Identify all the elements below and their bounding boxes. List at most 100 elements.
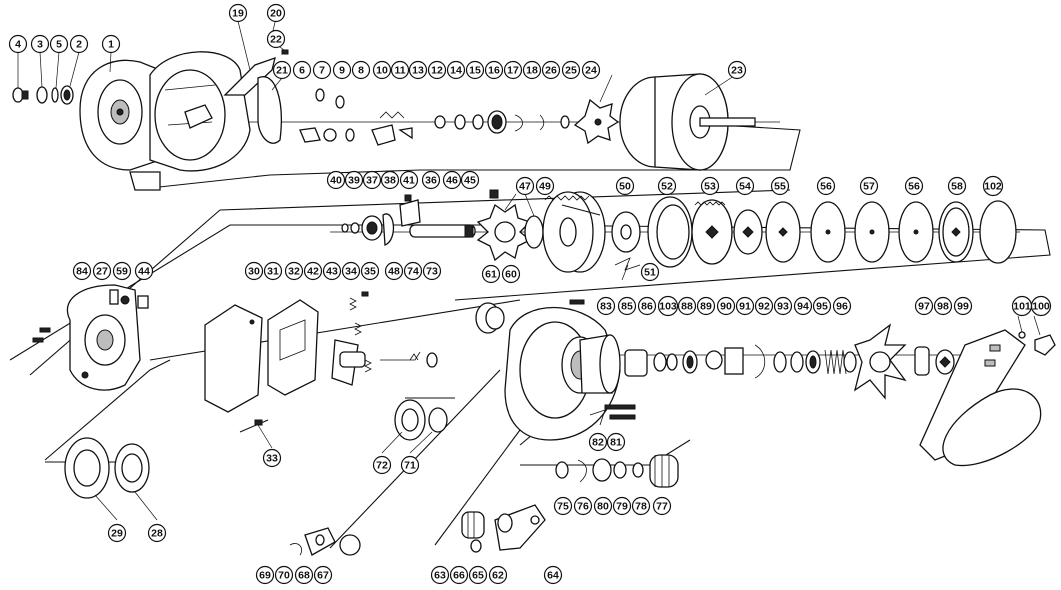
callout-number: 47	[519, 181, 531, 193]
callout-circle	[255, 565, 275, 585]
callout-number: 62	[492, 570, 504, 582]
part-callout-35: 35	[360, 261, 380, 281]
callout-number: 29	[111, 528, 123, 540]
callout-number: 58	[951, 181, 963, 193]
callout-number: 14	[450, 65, 462, 77]
callout-circle	[593, 496, 613, 516]
callout-number: 45	[464, 175, 476, 187]
part-callout-42: 42	[303, 261, 323, 281]
callout-circle	[947, 176, 967, 196]
callout-number: 53	[704, 181, 716, 193]
callout-number: 11	[394, 65, 405, 77]
part-callout-11: 11	[390, 60, 410, 80]
part-callout-20: 20	[266, 3, 286, 23]
callout-circle	[403, 261, 423, 281]
callout-circle	[982, 175, 1004, 197]
part-callout-73: 73	[422, 261, 442, 281]
part-callout-81: 81	[606, 432, 626, 452]
callout-number: 8	[358, 65, 364, 77]
callout-circle	[541, 60, 561, 80]
callout-circle	[351, 60, 371, 80]
part-callout-78: 78	[631, 496, 651, 516]
part-callout-29: 29	[107, 523, 127, 543]
callout-circle	[573, 496, 593, 516]
callout-number: 19	[232, 8, 244, 20]
callout-number: 71	[404, 460, 416, 472]
callout-number: 64	[547, 570, 559, 582]
part-callout-7: 7	[312, 60, 332, 80]
part-callout-91: 91	[735, 296, 755, 316]
part-callout-37: 37	[362, 170, 382, 190]
callout-number: 54	[739, 181, 751, 193]
callout-circle	[262, 448, 282, 468]
part-callout-57: 57	[859, 176, 879, 196]
part-callout-55: 55	[770, 176, 790, 196]
callout-circle	[735, 296, 755, 316]
callout-number: 63	[434, 570, 446, 582]
callout-number: 23	[731, 65, 743, 77]
callout-number: 95	[816, 301, 828, 313]
callout-circle	[859, 176, 879, 196]
part-callout-86: 86	[637, 296, 657, 316]
callout-number: 99	[957, 301, 969, 313]
part-callout-72: 72	[372, 455, 392, 475]
callout-circle	[399, 170, 419, 190]
callout-circle	[535, 176, 555, 196]
part-callout-70: 70	[274, 565, 294, 585]
callout-number: 4	[15, 39, 21, 51]
callout-number: 56	[908, 181, 920, 193]
callout-circle	[460, 170, 480, 190]
callout-circle	[677, 296, 697, 316]
callout-circle	[581, 60, 601, 80]
part-callout-17: 17	[503, 60, 523, 80]
callout-circle	[773, 296, 793, 316]
part-callout-76: 76	[573, 496, 593, 516]
part-callout-56: 56	[904, 176, 924, 196]
callout-number: 26	[545, 65, 557, 77]
callout-circle	[400, 455, 420, 475]
callout-number: 90	[720, 301, 732, 313]
callout-circle	[904, 176, 924, 196]
callout-circle	[832, 296, 852, 316]
callout-circle	[465, 60, 485, 80]
part-callout-27: 27	[92, 261, 112, 281]
callout-number: 69	[259, 570, 271, 582]
callout-number: 6	[299, 65, 305, 77]
part-callout-31: 31	[263, 261, 283, 281]
callout-circle	[408, 60, 428, 80]
callout-number: 91	[739, 301, 751, 313]
callout-number: 98	[937, 301, 949, 313]
callout-number: 40	[330, 175, 342, 187]
callout-circle	[101, 34, 121, 54]
part-callout-103: 103	[657, 295, 679, 317]
callout-number: 52	[661, 181, 673, 193]
callout-number: 88	[681, 301, 693, 313]
part-callout-58: 58	[947, 176, 967, 196]
callout-number: 27	[96, 266, 108, 278]
callout-circle	[754, 296, 774, 316]
part-callout-33: 33	[262, 448, 282, 468]
callout-number: 5	[56, 39, 62, 51]
callout-number: 60	[505, 269, 517, 281]
callout-number: 82	[592, 437, 604, 449]
callout-circle	[652, 496, 672, 516]
callout-circle	[244, 261, 264, 281]
callout-circle	[716, 296, 736, 316]
part-callout-9: 9	[332, 60, 352, 80]
part-callout-1: 1	[101, 34, 121, 54]
callout-number: 48	[388, 266, 400, 278]
callout-number: 42	[307, 266, 319, 278]
callout-circle	[92, 261, 112, 281]
callout-number: 67	[317, 570, 329, 582]
callout-circle	[427, 60, 447, 80]
callout-circle	[561, 60, 581, 80]
part-callout-63: 63	[430, 565, 450, 585]
callout-number: 57	[863, 181, 875, 193]
part-callout-93: 93	[773, 296, 793, 316]
part-callout-15: 15	[465, 60, 485, 80]
part-callout-14: 14	[446, 60, 466, 80]
callout-number: 103	[659, 301, 677, 313]
callout-number: 3	[37, 39, 43, 51]
callout-circle	[266, 3, 286, 23]
